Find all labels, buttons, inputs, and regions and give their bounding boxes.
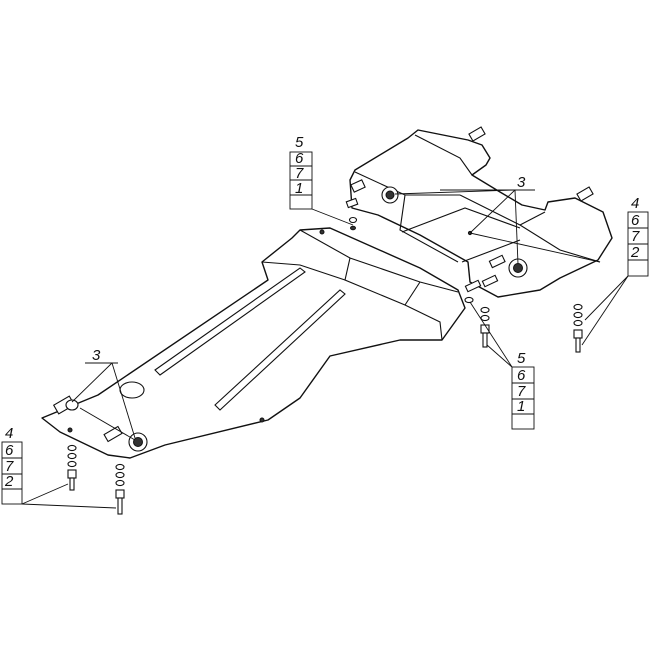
stack-item: 2 — [630, 244, 640, 261]
fastener-set-left-1 — [67, 444, 77, 491]
bolt-icon — [117, 497, 123, 515]
stack-item: 7 — [517, 383, 526, 400]
callout-3-top: 3 — [394, 174, 601, 265]
stack-item: 5 — [517, 350, 526, 367]
stack-top-left: 5 6 7 1 — [289, 134, 354, 226]
callout-label: 3 — [517, 174, 526, 191]
callout-3-left: 3 — [71, 347, 136, 441]
stack-item: 6 — [517, 367, 526, 384]
stack-right: 4 6 7 2 — [581, 195, 649, 346]
stack-item: 1 — [517, 398, 525, 415]
bolt-icon — [575, 337, 581, 353]
stack-item: 7 — [631, 228, 640, 245]
stack-item: 4 — [631, 195, 639, 212]
stack-item: 5 — [295, 134, 304, 151]
stack-item: 6 — [5, 442, 14, 459]
fastener-set-right — [573, 303, 583, 353]
stack-item: 6 — [631, 212, 640, 229]
bolt-icon — [69, 477, 75, 491]
stack-item: 2 — [4, 473, 14, 490]
callout-label: 3 — [92, 347, 101, 364]
stack-item: 1 — [295, 180, 303, 197]
drain-hole-icon — [119, 381, 145, 399]
bolt-icon — [482, 332, 488, 348]
fastener-set-top-left — [345, 197, 359, 231]
stack-item: 7 — [295, 165, 304, 182]
stack-item: 4 — [5, 425, 13, 442]
fastener-set-left-2 — [115, 463, 125, 515]
main-skid-plate — [41, 227, 466, 459]
front-skid-plate — [349, 126, 613, 298]
stack-item: 7 — [5, 458, 14, 475]
stack-bottom-left: 4 6 7 2 — [1, 425, 117, 509]
stack-mid-right: 5 6 7 1 1 — [469, 301, 535, 430]
stack-item: 6 — [295, 150, 304, 167]
